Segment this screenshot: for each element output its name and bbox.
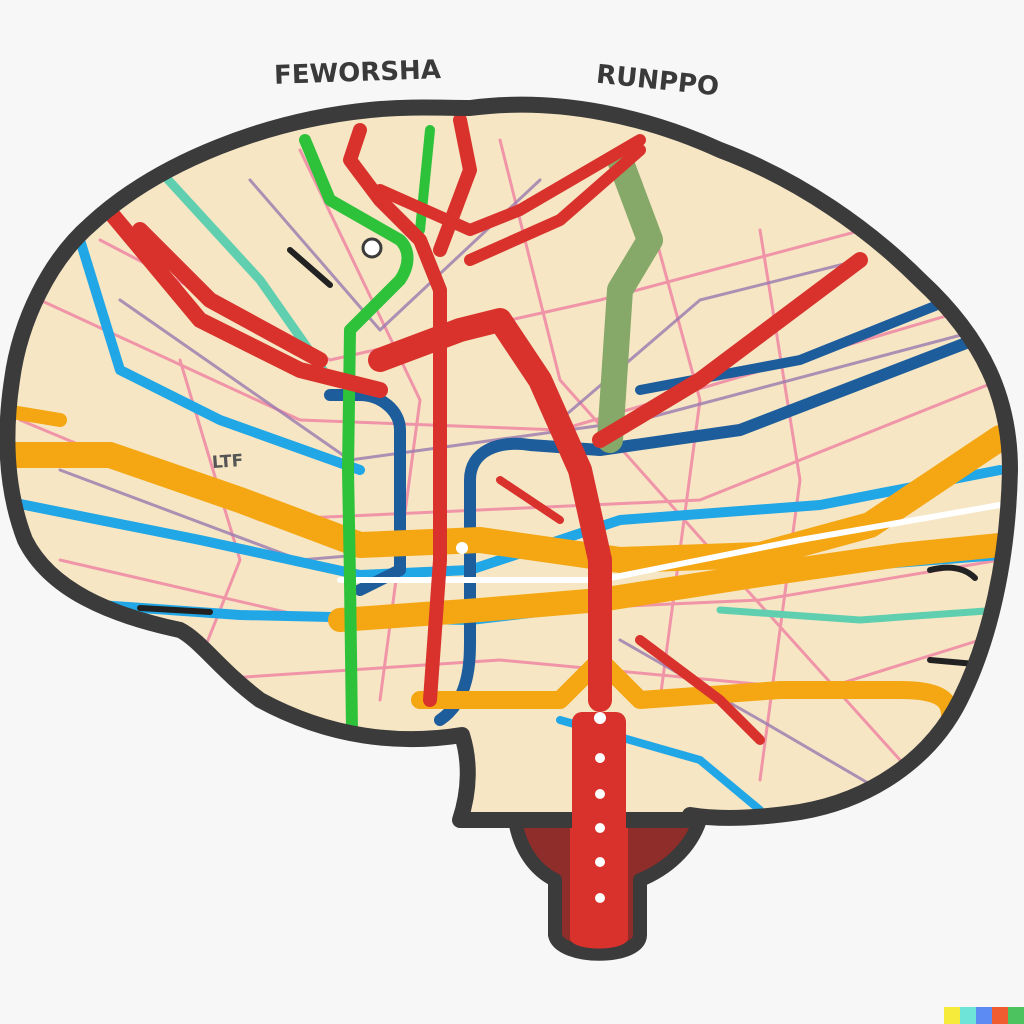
map-label-left: FEWORSHA bbox=[273, 55, 442, 91]
brain-outline bbox=[0, 96, 1018, 828]
route-lines bbox=[7, 113, 1011, 814]
map-label-side: LTF bbox=[211, 450, 244, 474]
watermark-swatch bbox=[944, 1007, 960, 1024]
watermark-swatch bbox=[1008, 1007, 1024, 1024]
watermark-color-bar bbox=[944, 1007, 1024, 1024]
station-dot bbox=[456, 542, 468, 554]
stem-stations bbox=[594, 712, 606, 903]
station-dot bbox=[361, 237, 383, 259]
watermark-swatch bbox=[960, 1007, 976, 1024]
watermark-swatch bbox=[976, 1007, 992, 1024]
watermark-swatch bbox=[992, 1007, 1008, 1024]
